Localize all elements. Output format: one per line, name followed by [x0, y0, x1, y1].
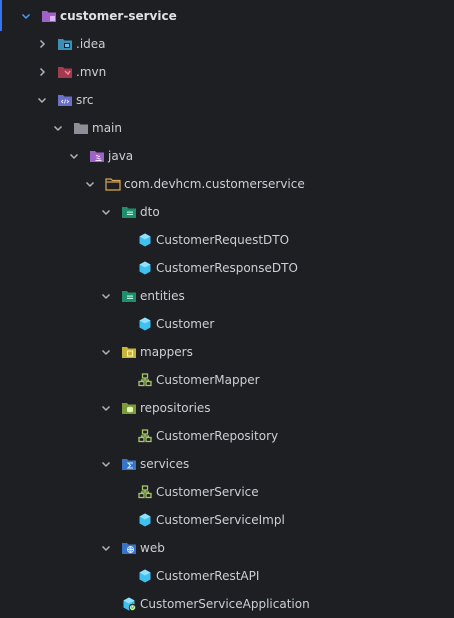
tree-node-customer-request-dto[interactable]: CustomerRequestDTO — [0, 226, 454, 254]
spring-boot-app-icon — [121, 596, 137, 612]
tree-node-customer-repository[interactable]: CustomerRepository — [0, 422, 454, 450]
class-icon — [137, 512, 153, 528]
chevron-down-icon[interactable] — [84, 178, 96, 190]
tree-node-label: CustomerMapper — [156, 373, 260, 387]
tree-node-customer-service-application[interactable]: CustomerServiceApplication — [0, 590, 454, 618]
tree-node-customer-service[interactable]: CustomerService — [0, 478, 454, 506]
tree-node-idea[interactable]: .idea — [0, 30, 454, 58]
chevron-right-icon[interactable] — [36, 66, 48, 78]
tree-node-customer-mapper[interactable]: CustomerMapper — [0, 366, 454, 394]
tree-node-customer[interactable]: Customer — [0, 310, 454, 338]
tree-node-label: CustomerRepository — [156, 429, 279, 443]
chevron-down-icon[interactable] — [68, 150, 80, 162]
repositories-folder-icon — [121, 400, 137, 416]
interface-icon — [137, 484, 153, 500]
tree-node-label: main — [92, 121, 122, 135]
tree-node-label: web — [140, 541, 165, 555]
chevron-down-icon[interactable] — [100, 346, 112, 358]
class-icon — [137, 260, 153, 276]
services-folder-icon — [121, 456, 137, 472]
tree-node-label: dto — [140, 205, 160, 219]
selection-accent-bar — [0, 0, 2, 31]
tree-node-label: CustomerRequestDTO — [156, 233, 290, 247]
tree-node-label: customer-service — [60, 9, 177, 23]
folder-icon — [73, 120, 89, 136]
tree-node-label: .idea — [76, 37, 106, 51]
chevron-down-icon[interactable] — [52, 122, 64, 134]
interface-icon — [137, 428, 153, 444]
tree-node-label: CustomerService — [156, 485, 259, 499]
tree-node-services[interactable]: services — [0, 450, 454, 478]
idea-folder-icon — [57, 36, 73, 52]
interface-icon — [137, 372, 153, 388]
chevron-down-icon[interactable] — [100, 206, 112, 218]
tree-node-label: Customer — [156, 317, 215, 331]
entities-folder-icon — [121, 288, 137, 304]
chevron-down-icon[interactable] — [100, 402, 112, 414]
tree-node-mappers[interactable]: mappers — [0, 338, 454, 366]
tree-node-label: .mvn — [76, 65, 107, 79]
web-folder-icon — [121, 540, 137, 556]
chevron-down-icon[interactable] — [20, 10, 32, 22]
tree-node-label: mappers — [140, 345, 193, 359]
tree-node-web[interactable]: web — [0, 534, 454, 562]
tree-node-dto[interactable]: dto — [0, 198, 454, 226]
tree-node-label: entities — [140, 289, 185, 303]
tree-node-customer-service[interactable]: customer-service — [0, 2, 454, 30]
module-folder-icon — [41, 8, 57, 24]
tree-node-label: CustomerServiceImpl — [156, 513, 285, 527]
tree-node-label: CustomerServiceApplication — [140, 597, 310, 611]
tree-node-customer-response-dto[interactable]: CustomerResponseDTO — [0, 254, 454, 282]
maven-folder-icon — [57, 64, 73, 80]
package-folder-icon — [105, 176, 121, 192]
chevron-down-icon[interactable] — [100, 458, 112, 470]
chevron-right-icon[interactable] — [36, 38, 48, 50]
tree-node-label: CustomerRestAPI — [156, 569, 260, 583]
mappers-folder-icon — [121, 344, 137, 360]
tree-node-main[interactable]: main — [0, 114, 454, 142]
tree-node-label: CustomerResponseDTO — [156, 261, 298, 275]
chevron-down-icon[interactable] — [100, 542, 112, 554]
tree-node-customer-service-impl[interactable]: CustomerServiceImpl — [0, 506, 454, 534]
class-icon — [137, 316, 153, 332]
tree-node-mvn[interactable]: .mvn — [0, 58, 454, 86]
tree-node-src[interactable]: src — [0, 86, 454, 114]
dto-folder-icon — [121, 204, 137, 220]
tree-node-package[interactable]: com.devhcm.customerservice — [0, 170, 454, 198]
tree-node-label: com.devhcm.customerservice — [124, 177, 305, 191]
tree-node-label: services — [140, 457, 190, 471]
tree-node-label: src — [76, 93, 94, 107]
class-icon — [137, 568, 153, 584]
class-icon — [137, 232, 153, 248]
tree-node-entities[interactable]: entities — [0, 282, 454, 310]
chevron-down-icon[interactable] — [36, 94, 48, 106]
tree-node-customer-rest-api[interactable]: CustomerRestAPI — [0, 562, 454, 590]
source-folder-icon — [57, 92, 73, 108]
tree-node-label: repositories — [140, 401, 211, 415]
tree-node-label: java — [108, 149, 134, 163]
chevron-down-icon[interactable] — [100, 290, 112, 302]
tree-node-java[interactable]: java — [0, 142, 454, 170]
tree-node-repositories[interactable]: repositories — [0, 394, 454, 422]
java-source-root-icon — [89, 148, 105, 164]
